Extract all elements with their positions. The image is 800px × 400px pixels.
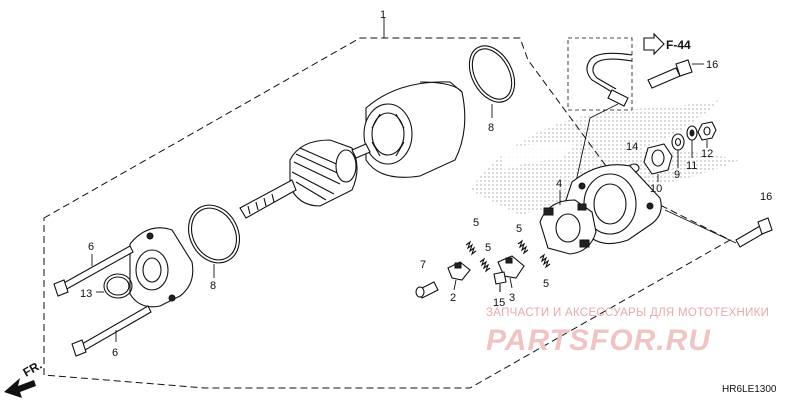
callout-14: 14 bbox=[626, 141, 638, 153]
callout-15: 15 bbox=[493, 297, 505, 309]
callout-2: 2 bbox=[450, 292, 456, 304]
front-direction-arrow bbox=[4, 378, 36, 398]
brush-spring-5d bbox=[539, 253, 551, 269]
long-bolt-6-bottom bbox=[71, 305, 152, 357]
callout-5a: 5 bbox=[473, 217, 479, 229]
callout-5b: 5 bbox=[485, 242, 491, 254]
callout-4: 4 bbox=[556, 178, 562, 190]
callout-8a: 8 bbox=[488, 122, 494, 134]
callout-16a: 16 bbox=[706, 59, 718, 71]
callout-7: 7 bbox=[420, 259, 426, 271]
watermark-brand: PARTSFOR.RU bbox=[486, 324, 711, 357]
callout-6b: 6 bbox=[112, 347, 118, 359]
watermark-wing-shape bbox=[470, 100, 740, 215]
brush-2 bbox=[447, 261, 471, 291]
washer-9 bbox=[671, 133, 685, 151]
callout-10: 10 bbox=[650, 183, 662, 195]
long-bolt-6-top bbox=[53, 245, 134, 297]
reference-arrow bbox=[643, 32, 665, 56]
callout-6a: 6 bbox=[88, 241, 94, 253]
callout-12: 12 bbox=[701, 148, 713, 160]
callout-13: 13 bbox=[80, 288, 92, 300]
callout-9: 9 bbox=[674, 169, 680, 181]
brush-spring-5b bbox=[479, 257, 491, 273]
callout-3: 3 bbox=[509, 292, 515, 304]
washer-11 bbox=[686, 125, 698, 141]
armature bbox=[239, 139, 371, 219]
callout-1: 1 bbox=[380, 9, 386, 21]
callout-5d: 5 bbox=[543, 278, 549, 290]
nut-12 bbox=[697, 121, 717, 141]
o-ring-8-top bbox=[468, 45, 516, 118]
terminal-nut-10 bbox=[643, 143, 673, 175]
reference-frame bbox=[567, 37, 633, 111]
yoke-housing bbox=[363, 81, 466, 178]
brush-holder-4 bbox=[539, 190, 597, 255]
front-cover bbox=[129, 227, 194, 308]
screw-15 bbox=[493, 271, 507, 292]
o-ring-8-mid bbox=[188, 204, 240, 278]
assembly-frame bbox=[43, 37, 732, 389]
diagram-code: HR6LE1300 bbox=[722, 384, 777, 395]
brush-spring-5a bbox=[465, 240, 477, 256]
callout-5c: 5 bbox=[516, 223, 522, 235]
callout-8b: 8 bbox=[210, 280, 216, 292]
screw-7 bbox=[415, 281, 439, 299]
bolt-16-lower bbox=[664, 209, 773, 248]
brush-spring-5c bbox=[517, 239, 529, 255]
direction-label: FR. bbox=[21, 358, 45, 380]
bolt-16-top bbox=[647, 59, 704, 89]
o-ring-13 bbox=[96, 273, 133, 299]
watermark-subtitle: ЗАПЧАСТИ И АКСЕССУАРЫ ДЛЯ МОТОТЕХНИКИ bbox=[486, 307, 769, 319]
reference-label: F-44 bbox=[666, 38, 691, 52]
callout-16b: 16 bbox=[760, 191, 772, 203]
callout-11: 11 bbox=[686, 160, 697, 172]
